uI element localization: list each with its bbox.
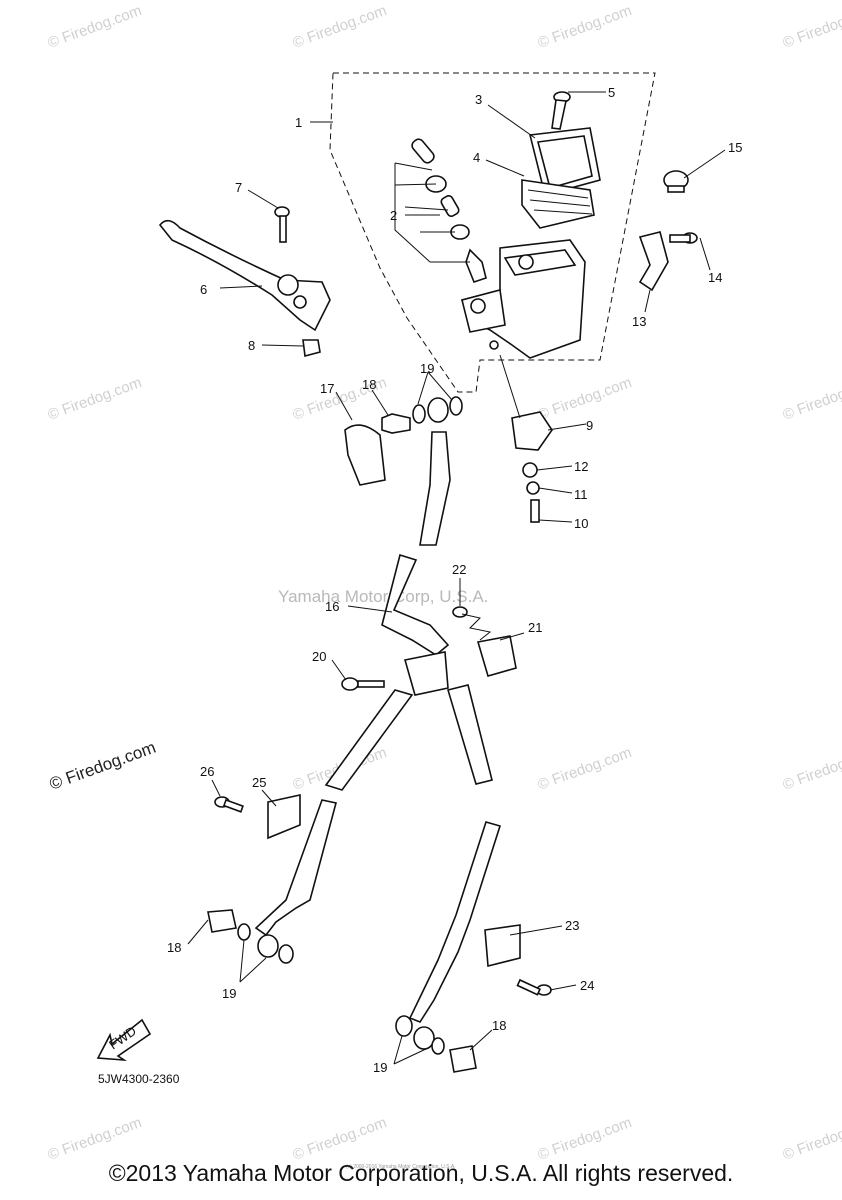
callout-numbers: 1 2 3 4 5 6 7 8 9 10 11 12 13 14 15 16 1… bbox=[167, 85, 742, 1075]
watermark: © Firedog.com bbox=[536, 744, 634, 794]
holder-13 bbox=[638, 231, 698, 292]
assembly-boundary bbox=[329, 72, 656, 393]
lower-hose-left bbox=[324, 689, 414, 791]
piston-kit bbox=[394, 138, 487, 283]
watermark: © Firedog.com bbox=[46, 2, 144, 52]
cover-17 bbox=[344, 424, 386, 486]
reservoir-cap bbox=[521, 127, 601, 229]
copyright-notice: ©2013 Yamaha Motor Corporation, U.S.A. A… bbox=[108, 1160, 734, 1186]
upper-banjo-fitting bbox=[381, 396, 463, 434]
bolt-24 bbox=[516, 978, 552, 996]
callout-26: 26 bbox=[200, 764, 214, 779]
callout-6: 6 bbox=[200, 282, 207, 297]
cap-15 bbox=[663, 170, 689, 193]
bolt-20 bbox=[341, 677, 385, 691]
callout-25: 25 bbox=[252, 775, 266, 790]
callout-22: 22 bbox=[452, 562, 466, 577]
watermark: © Firedog.com bbox=[291, 2, 389, 52]
callout-18-lower-left: 18 bbox=[167, 940, 181, 955]
callout-5: 5 bbox=[608, 85, 615, 100]
lower-banjo-left bbox=[207, 909, 294, 964]
callout-21: 21 bbox=[528, 620, 542, 635]
watermark: © Firedog.com bbox=[536, 374, 634, 424]
watermark: © Firedog.com bbox=[781, 374, 842, 424]
callout-19-lower-right: 19 bbox=[373, 1060, 387, 1075]
nut-8 bbox=[302, 339, 321, 358]
bracket-25 bbox=[267, 794, 301, 840]
callout-17: 17 bbox=[320, 381, 334, 396]
callout-4: 4 bbox=[473, 150, 480, 165]
bracket-23 bbox=[484, 924, 521, 968]
callout-19-lower-left: 19 bbox=[222, 986, 236, 1001]
callout-24: 24 bbox=[580, 978, 594, 993]
joint-block bbox=[403, 606, 517, 696]
callout-16: 16 bbox=[325, 599, 339, 614]
callout-9: 9 bbox=[586, 418, 593, 433]
center-watermark: Yamaha Motor Corp, U.S.A. bbox=[278, 587, 488, 606]
brake-switch bbox=[499, 354, 553, 523]
fwd-arrow: FWD bbox=[96, 1018, 152, 1062]
watermark: © Firedog.com bbox=[46, 1114, 144, 1164]
tiny-copyright: (c) 2000-2016 Yamaha Motor Corporation, … bbox=[346, 1164, 456, 1170]
bolt-26 bbox=[214, 796, 244, 813]
watermark: © Firedog.com bbox=[781, 1114, 842, 1164]
callout-20: 20 bbox=[312, 649, 326, 664]
watermark: © Firedog.com bbox=[291, 1114, 389, 1164]
callout-10: 10 bbox=[574, 516, 588, 531]
screw-5 bbox=[551, 91, 571, 130]
lower-banjo-right bbox=[395, 1015, 477, 1073]
leader-lines bbox=[187, 91, 726, 1065]
callout-12: 12 bbox=[574, 459, 588, 474]
watermark-dark: © Firedog.com bbox=[47, 738, 158, 794]
watermark: © Firedog.com bbox=[536, 1114, 634, 1164]
brake-lever bbox=[158, 219, 331, 332]
callout-3: 3 bbox=[475, 92, 482, 107]
callout-1: 1 bbox=[295, 115, 302, 130]
watermark: © Firedog.com bbox=[781, 744, 842, 794]
callout-8: 8 bbox=[248, 338, 255, 353]
brake-hose-16 bbox=[419, 431, 451, 546]
watermarks: © Firedog.com © Firedog.com © Firedog.co… bbox=[46, 2, 842, 1164]
master-cylinder bbox=[460, 239, 586, 359]
watermark: © Firedog.com bbox=[536, 2, 634, 52]
watermark: © Firedog.com bbox=[781, 2, 842, 52]
callout-7: 7 bbox=[235, 180, 242, 195]
callout-14: 14 bbox=[708, 270, 722, 285]
callout-13: 13 bbox=[632, 314, 646, 329]
watermark: © Firedog.com bbox=[46, 374, 144, 424]
callout-11: 11 bbox=[574, 487, 588, 502]
bolt-7 bbox=[274, 206, 290, 243]
callout-18-lower-right: 18 bbox=[492, 1018, 506, 1033]
callout-18: 18 bbox=[362, 377, 376, 392]
callout-2: 2 bbox=[390, 208, 397, 223]
callout-23: 23 bbox=[565, 918, 579, 933]
callout-15: 15 bbox=[728, 140, 742, 155]
callout-19: 19 bbox=[420, 361, 434, 376]
diagram-code: 5JW4300-2360 bbox=[98, 1072, 180, 1086]
lower-hose-right bbox=[446, 684, 493, 785]
